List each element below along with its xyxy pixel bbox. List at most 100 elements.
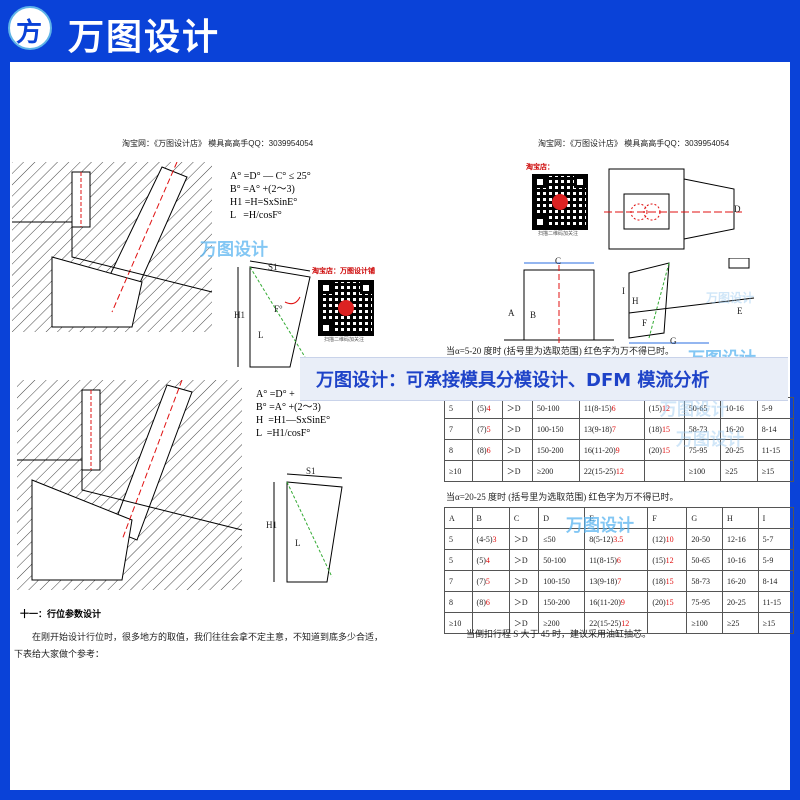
table-cell: 7	[443, 418, 474, 440]
table-cell	[472, 460, 503, 482]
table-cell: 22(15-25)12	[584, 612, 649, 634]
table-cell: ＞D	[508, 591, 540, 613]
dim-e: E	[737, 306, 743, 316]
table-cell: ＞D	[508, 612, 540, 634]
dim-f: F°	[274, 304, 283, 314]
table-cell: 100-150	[538, 570, 586, 592]
table-header-cell: I	[757, 507, 795, 529]
promo-banner: 万图设计：可承接模具分模设计、DFM 模流分析	[300, 357, 788, 401]
watermark: 万图设计	[706, 291, 755, 305]
dimension-sketch-2	[273, 473, 343, 583]
formula-block-2: A° =D° +B° =A° +(2～3)H =H1—SxSinE°L =H1/…	[256, 389, 331, 439]
table-cell: 8-14	[757, 570, 795, 592]
table-cell: 12-16	[722, 528, 759, 550]
table-cell: (7)5	[472, 418, 503, 440]
table-cell: ≥25	[720, 460, 758, 482]
table-header-cell: G	[686, 507, 724, 529]
qr-caption: 扫描二维码加关注	[324, 337, 365, 343]
table-cell: 150-200	[531, 439, 580, 461]
part-drawing-top	[604, 168, 742, 250]
table-cell: 5	[444, 549, 473, 571]
dim-i: I	[622, 286, 625, 296]
table-cell: 11(8-15)6	[584, 549, 649, 571]
table-cell: ≥15	[756, 460, 795, 482]
dim-g: G	[670, 336, 677, 346]
table-cell: 5-7	[757, 528, 795, 550]
table2-caption: 当α=20-25 度时 (括号里为选取范围) 红色字为万不得已时。	[446, 492, 679, 502]
dim-a: A	[508, 308, 515, 318]
table-cell: 75-95	[686, 591, 724, 613]
paragraph-line-1: 在刚开始设计行位时，很多地方的取值，我们往往会拿不定主意，不知道到底多少合适，	[32, 632, 384, 642]
table-cell: 8	[444, 591, 473, 613]
section-title: 十一：行位参数设计	[20, 609, 102, 619]
page-header-right: 淘宝网：《万图设计店》 模具高高手QQ：3039954054	[538, 139, 730, 148]
table-cell: (15)12	[647, 549, 688, 571]
dim-d: D	[734, 204, 741, 214]
dim-l: L	[258, 330, 264, 340]
brand-name: 万图设计	[68, 17, 221, 58]
table-cell: 22(15-25)12	[578, 460, 645, 482]
table-header-cell: B	[471, 507, 510, 529]
table-cell	[647, 612, 688, 634]
table-cell: (18)15	[647, 570, 688, 592]
bottom-strip	[0, 790, 800, 800]
slide-drawing-top	[12, 162, 213, 332]
watermark: 万图设计	[566, 516, 634, 536]
dim-f-right: F	[642, 318, 648, 328]
dim-h: H	[632, 296, 639, 306]
table-cell: (20)15	[647, 591, 688, 613]
table-cell: ＞D	[508, 570, 540, 592]
note-text: 当倒扣行程 S 大于 45 时，建议采用油缸抽芯。	[466, 629, 652, 639]
table-cell: 20-25	[722, 591, 759, 613]
table-cell: (18)15	[643, 418, 685, 440]
table-cell: 11-15	[756, 439, 795, 461]
dim-s1: S1	[268, 262, 278, 272]
table-cell: 16(11-20)9	[584, 591, 649, 613]
qr-shop-label-right: 淘宝店：	[526, 164, 554, 171]
table-cell: 16-20	[722, 570, 759, 592]
table-cell: 8(5-12)3.5	[584, 528, 649, 550]
table-cell: 58-73	[686, 570, 724, 592]
table-cell: (7)5	[471, 570, 510, 592]
table1-caption: 当α=5-20 度时 (括号里为选取范围) 红色字为万不得已时。	[446, 346, 675, 356]
watermark: 万图设计	[660, 400, 728, 420]
table-cell: ≥100	[686, 612, 724, 634]
part-drawing-left	[504, 262, 614, 345]
table-cell: 5-9	[757, 549, 795, 571]
table-cell: 5	[444, 528, 473, 550]
dimension-sketch-1	[237, 260, 311, 368]
dim-h1-2: H1	[266, 520, 277, 530]
table-header-cell: H	[722, 507, 759, 529]
watermark: 万图设计	[200, 240, 268, 260]
dim-c: C	[555, 256, 562, 266]
brand-logo: 方	[8, 6, 52, 50]
table-cell: (4-5)3	[471, 528, 510, 550]
table-cell: 16(11-20)9	[578, 439, 645, 461]
table-cell: 100-150	[531, 418, 580, 440]
table-cell: 13(9-18)7	[578, 418, 645, 440]
table-cell: ≥25	[722, 612, 759, 634]
qr-shop-label: 淘宝店：万图设计铺	[312, 268, 375, 275]
formula-block-1: A° =D° — C° ≤ 25°B° =A° +(2～3)H1 =H=SxSi…	[230, 171, 311, 221]
paragraph-line-2: 下表给大家做个参考：	[14, 649, 105, 659]
table-cell: ≥15	[757, 612, 795, 634]
table-cell	[643, 460, 685, 482]
dim-b: B	[530, 310, 537, 320]
table-cell: 8-14	[756, 418, 795, 440]
page-header: 淘宝网：《万图设计店》 模具高高手QQ：3039954054	[122, 139, 314, 148]
table-cell: ＞D	[508, 549, 540, 571]
qr-caption-right: 扫描二维码加关注	[538, 231, 579, 237]
table-header-cell: C	[508, 507, 540, 529]
table-cell: (8)6	[471, 591, 510, 613]
table-cell: ≥200	[531, 460, 580, 482]
